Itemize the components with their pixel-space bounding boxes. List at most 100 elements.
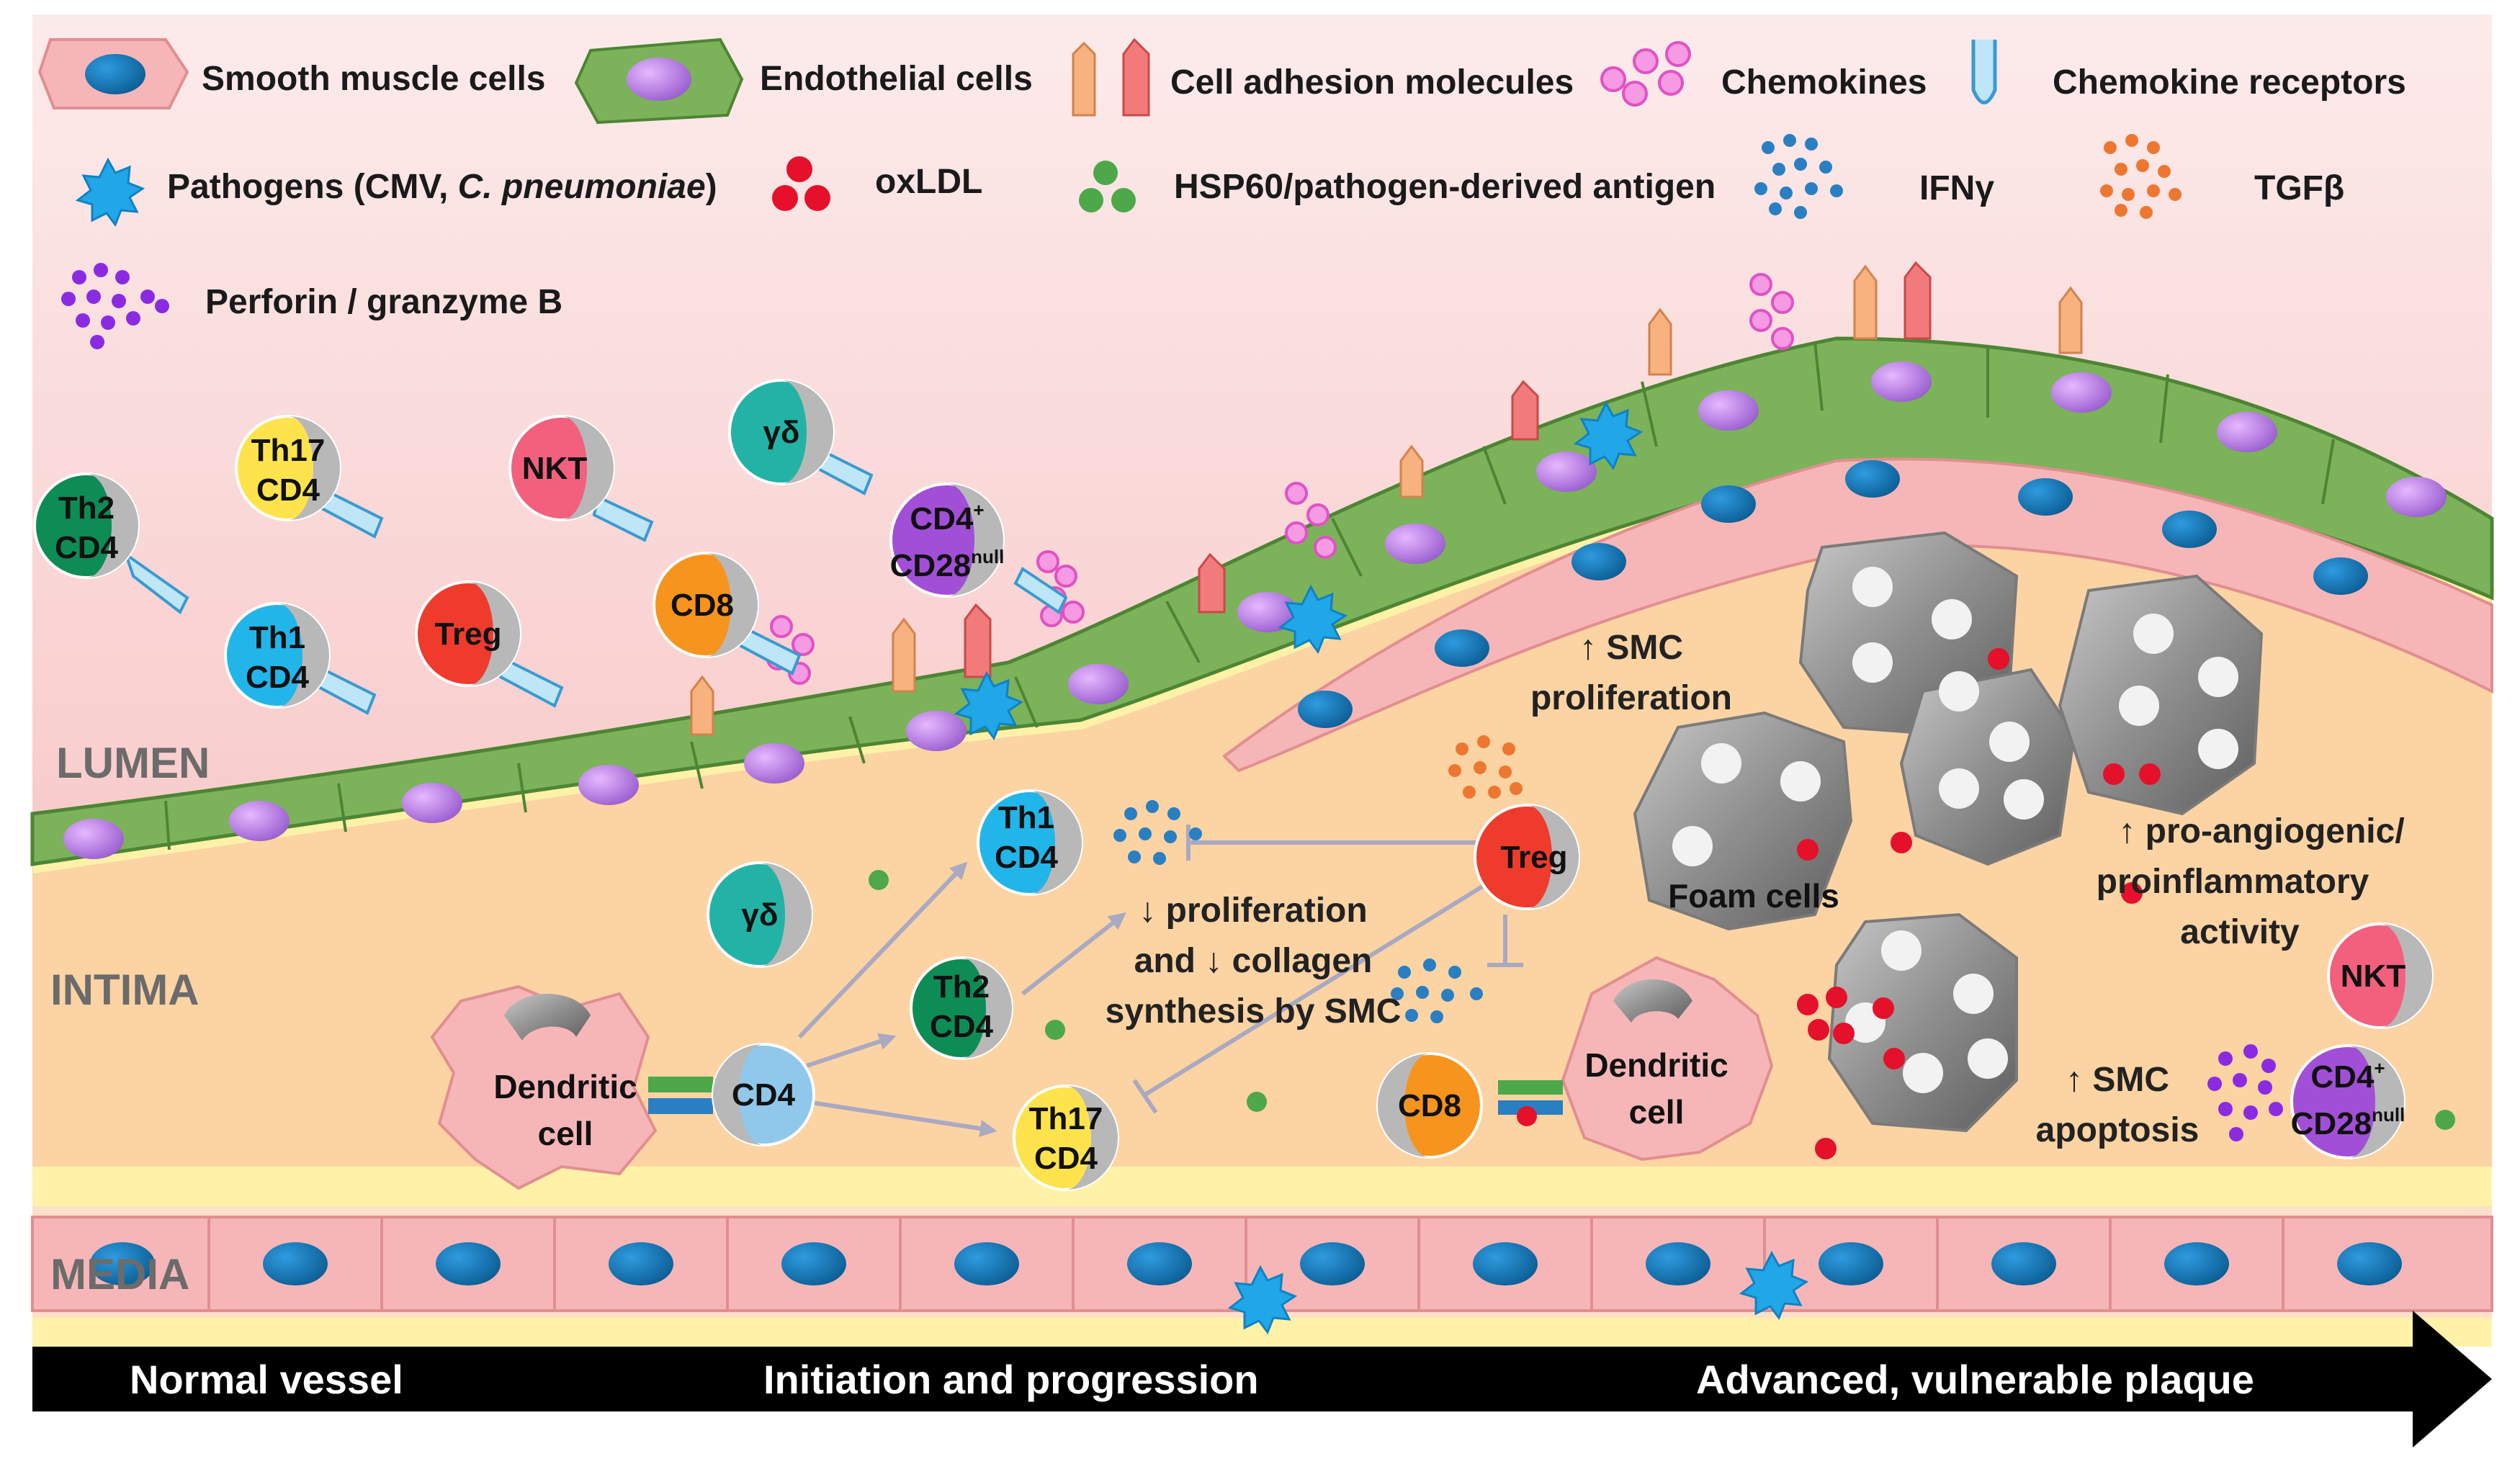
legend-receptors-label: Chemokine receptors [2053,63,2406,102]
dendritic-right-label-bottom: cell [1629,1093,1685,1131]
legend-perforin-icon [61,263,169,349]
th1-label-top-intima: Th1 [998,800,1054,835]
note-smc-prolif-1: ↑ SMC [1579,629,1683,667]
timeline-normal-label: Normal vessel [130,1357,403,1402]
legend-oxldl-label: oxLDL [875,163,982,201]
nkt-cell-intima: NKT [2327,922,2434,1029]
note-down-prolif-2: and ↓ collagen [1134,942,1373,980]
ifng-clusters-intima [1113,800,1483,1023]
nkt-label-lumen: NKT [522,451,588,486]
region-media-label: MEDIA [50,1250,189,1298]
legend-pathogens-label: Pathogens (CMV, C. pneumoniae) [167,168,717,206]
legend-chemokines-icon [1600,41,1691,107]
legend-pathogen-icon [75,157,145,228]
th17-label-top-intima: Th17 [1029,1101,1103,1136]
th1-cell-lumen: Th1 CD4 [224,602,377,715]
th2-cell-intima: Th2 CD4 [910,956,1013,1060]
cd8-label-intima: CD8 [1398,1088,1461,1123]
th2-label-bottom-intima: CD4 [930,1009,994,1044]
treg-cell-intima: Treg [1474,804,1580,910]
dendritic-left-label-bottom: cell [538,1115,593,1152]
legend-ifng-label: IFNγ [1919,169,1994,207]
legend-perforin-label: Perforin / granzyme B [205,283,562,321]
th17-label-bottom-intima: CD4 [1034,1141,1098,1176]
lumen-immune-cells: Th2 CD4 Th17 CD4 NKT γδ [33,379,1068,715]
cd4-cd28null-cell-intima: CD4+ CD28null [2290,1044,2405,1159]
dendritic-left-label-top: Dendritic [493,1068,637,1105]
nkt-label-intima: NKT [2341,959,2406,994]
region-lumen-label: LUMEN [56,739,210,787]
th17-label-bottom: CD4 [256,472,320,508]
dendritic-cell-right: Dendritic cell [1498,956,1774,1162]
th2-cell-lumen: Th2 CD4 [33,472,189,615]
nkt-cell-lumen: NKT [508,415,654,542]
annotations: ↑ SMC proliferation ↓ proliferation and … [1106,629,2405,1149]
gd-label-lumen: γδ [763,415,799,450]
th17-cell-intima: Th17 CD4 [1013,1085,1119,1191]
th1-cell-intima: Th1 CD4 [977,789,1083,896]
dendritic-cell-left: Dendritic cell [430,984,713,1190]
elastic-lamina-bottom [32,1167,2492,1206]
cd28-null-label-intima: CD28null [2291,1104,2405,1141]
timeline-advanced-label: Advanced, vulnerable plaque [1696,1357,2254,1402]
legend-tgfb-icon [2100,134,2182,219]
gd-label-intima: γδ [741,897,778,933]
cd4-cd28null-cell-lumen: CD4+ CD28null [889,482,1068,614]
legend: Smooth muscle cells Endothelial cells Ce… [37,37,2406,349]
tgfb-cluster-intima [1448,735,1523,799]
cd4-naive-label: CD4 [732,1077,796,1113]
hsp60-dots-intima [869,870,2455,1130]
cd4-plus-label-intima: CD4+ [2310,1057,2385,1095]
cd8-cell-intima: CD8 [1376,1052,1483,1159]
th17-cell-lumen: Th17 CD4 [235,415,384,539]
progression-timeline-arrow: Normal vessel Initiation and progression… [32,1311,2492,1447]
legend-smooth-muscle-icon [37,38,189,109]
legend-receptor-icon [1971,40,1997,104]
legend-hsp60-icon [1079,161,1136,212]
treg-label-intima: Treg [1501,840,1568,875]
dendritic-right-label-top: Dendritic [1584,1046,1728,1084]
legend-endothelial-label: Endothelial cells [760,60,1033,98]
cd28-null-label-lumen: CD28null [890,546,1005,583]
signal-arrows [797,825,1523,1137]
th2-label-top: Th2 [58,490,115,526]
adhesion-molecules [690,261,2083,736]
cd8-cell-lumen: CD8 [653,552,802,675]
cd4-naive-cell: CD4 [712,1043,815,1146]
note-angio-1: ↑ pro-angiogenic/ [2118,812,2404,850]
cd4-plus-label-lumen: CD4+ [910,499,984,537]
legend-ifng-icon [1754,134,1843,219]
legend-tgfb-label: TGFβ [2254,169,2344,207]
region-intima-label: INTIMA [50,966,199,1014]
gd-cell-intima: γδ [707,861,813,968]
th17-label-top: Th17 [251,433,326,468]
legend-adhesion-label: Cell adhesion molecules [1170,63,1574,102]
gd-cell-lumen: γδ [728,379,874,495]
chemokine-clusters [766,273,1794,685]
treg-cell-lumen: Treg [415,580,564,708]
foam-cells-label: Foam cells [1668,877,1839,915]
note-down-prolif-3: synthesis by SMC [1106,992,1402,1031]
intimal-smc-layer [1221,457,2493,773]
treg-label-lumen: Treg [435,616,502,652]
th1-label-bottom-lumen: CD4 [246,660,310,695]
legend-endothelial-icon [574,37,744,125]
note-smc-apop-1: ↑ SMC [2066,1061,2169,1099]
legend-hsp60-label: HSP60/pathogen-derived antigen [1174,168,1716,206]
timeline-initiation-label: Initiation and progression [763,1357,1259,1402]
th1-label-bottom-intima: CD4 [995,840,1059,875]
foam-cells: Foam cells [1633,531,2264,1133]
legend-adhesion-icon [1072,37,1150,117]
note-angio-2: proinflammatory [2097,863,2369,901]
note-down-prolif-1: ↓ proliferation [1139,892,1367,930]
cd8-label-lumen: CD8 [671,588,734,623]
note-smc-prolif-2: proliferation [1530,679,1732,717]
legend-chemokines-label: Chemokines [1721,63,1927,102]
oxldl-particles-intima [1797,648,2161,1159]
th1-label-top-lumen: Th1 [249,620,305,655]
th2-label-top-intima: Th2 [933,969,990,1005]
legend-smooth-muscle-label: Smooth muscle cells [202,60,546,98]
perforin-cluster-intima [2207,1044,2283,1141]
legend-oxldl-icon [772,156,830,211]
